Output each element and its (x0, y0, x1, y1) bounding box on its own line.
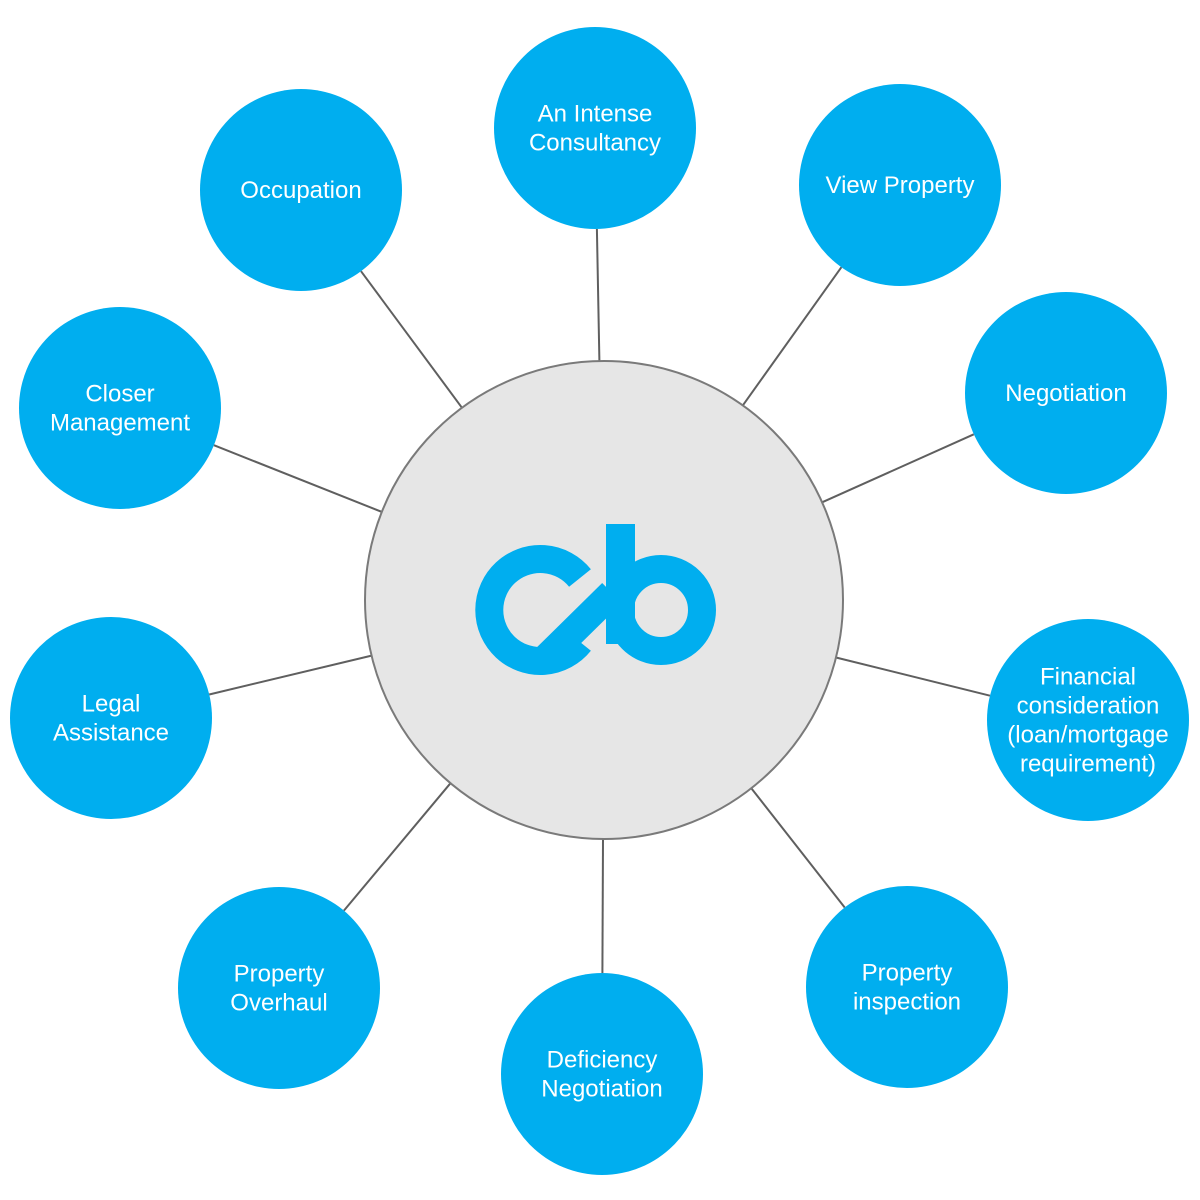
node-label-line: An Intense (538, 101, 653, 128)
connector-financial-consideration (835, 656, 991, 697)
node-circle (494, 27, 696, 229)
node-label-line: Property (234, 961, 325, 988)
connector-occupation (360, 270, 463, 409)
node-occupation: Occupation (200, 89, 402, 291)
node-circle (501, 973, 703, 1175)
node-negotiation: Negotiation (965, 292, 1167, 494)
node-circle (987, 619, 1189, 821)
connector-lines (208, 228, 991, 974)
connector-deficiency-negotiation (601, 838, 604, 974)
node-label-line: Occupation (240, 177, 361, 204)
node-label-line: Closer (85, 381, 154, 408)
node-view-property: View Property (799, 84, 1001, 286)
node-circle (965, 292, 1167, 494)
node-label-line: Management (50, 410, 190, 437)
node-label-line: Overhaul (230, 990, 327, 1017)
node-label-line: Deficiency (547, 1047, 658, 1074)
node-label-line: Negotiation (1005, 380, 1126, 407)
connector-view-property (741, 266, 843, 406)
node-circle (19, 307, 221, 509)
node-label-line: View Property (826, 172, 975, 199)
node-financial-consideration: Financialconsideration(loan/mortgagerequ… (987, 619, 1189, 821)
connector-legal-assistance (208, 654, 372, 696)
node-label-line: Negotiation (541, 1076, 662, 1103)
cb-logo-icon (475, 524, 716, 675)
connector-an-intense-consultancy (595, 228, 601, 362)
node-label-line: Assistance (53, 720, 169, 747)
node-circle (806, 886, 1008, 1088)
node-circle (799, 84, 1001, 286)
node-label-line: inspection (853, 989, 961, 1016)
node-label-line: Property (862, 960, 953, 987)
connector-negotiation (821, 433, 975, 504)
connector-property-inspection (750, 787, 846, 909)
node-circle (200, 89, 402, 291)
node-label-line: Legal (82, 691, 141, 718)
central-hub (364, 360, 844, 840)
node-label-line: requirement) (1020, 751, 1156, 778)
node-label-line: consideration (1017, 693, 1160, 720)
node-circle (178, 887, 380, 1089)
node-label-line: (loan/mortgage (1007, 722, 1168, 749)
node-label-line: Financial (1040, 664, 1136, 691)
connector-property-overhaul (343, 782, 452, 912)
node-label-line: Consultancy (529, 130, 661, 157)
node-circle (10, 617, 212, 819)
connector-closer-management (213, 444, 383, 513)
